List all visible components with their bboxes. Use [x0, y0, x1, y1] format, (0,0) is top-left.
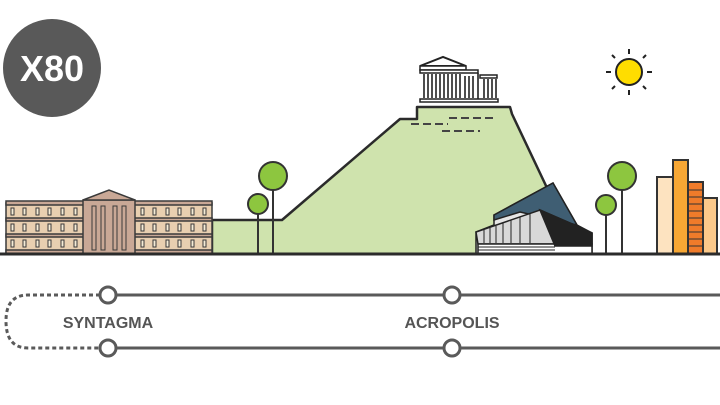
tree-icon	[247, 161, 637, 254]
stop-syntagma[interactable]: SYNTAGMA	[63, 285, 154, 358]
parthenon-icon	[419, 55, 499, 103]
acropolis-museum	[475, 181, 593, 255]
sun-icon	[606, 49, 652, 95]
route-badge: X80	[3, 19, 101, 117]
parliament-building	[5, 189, 213, 255]
route-map	[4, 293, 720, 350]
stop-label: SYNTAGMA	[63, 315, 154, 332]
route-number: X80	[20, 48, 84, 89]
stop-label: ACROPOLIS	[404, 315, 499, 332]
stop-acropolis[interactable]: ACROPOLIS	[404, 285, 500, 358]
city-buildings	[656, 159, 718, 255]
